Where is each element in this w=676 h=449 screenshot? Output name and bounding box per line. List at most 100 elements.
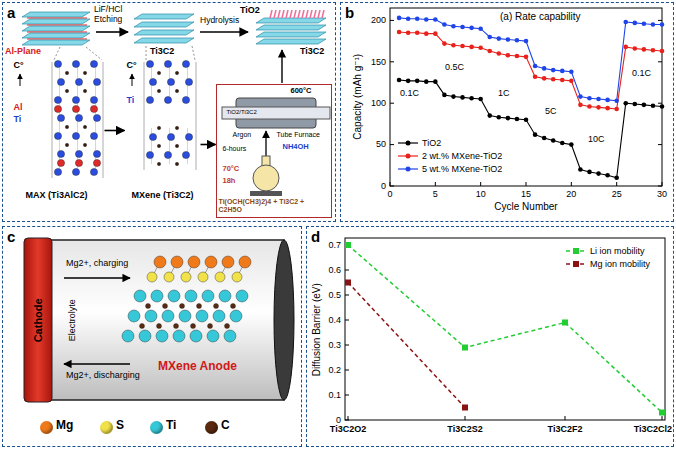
tick-mark [571, 182, 572, 186]
titanium-atom [122, 330, 134, 342]
carbon-atom [175, 126, 178, 129]
carbon-atom [157, 71, 160, 74]
data-point [478, 26, 483, 31]
titanium-atom [202, 290, 214, 302]
tick-mark [390, 186, 394, 187]
data-point [569, 142, 574, 147]
data-point [487, 49, 492, 54]
data-point [469, 45, 474, 50]
data-point [596, 171, 601, 176]
carbon-atom [175, 162, 178, 165]
data-point [569, 69, 574, 74]
annotation-label: 10C [588, 134, 605, 144]
titanium-atom [54, 96, 61, 103]
annotation-label: 25 [612, 189, 622, 199]
titanium-atom [93, 78, 100, 85]
annotation-label: 1C [498, 88, 510, 98]
legend-marker [406, 167, 411, 172]
node-text: 6-hours [223, 145, 247, 153]
sulfur-atom [198, 272, 208, 282]
sulfur-atom [147, 272, 157, 282]
annotation-label: 100 [371, 98, 386, 108]
data-point [415, 79, 420, 84]
titanium-atom [164, 96, 171, 103]
magnesium-atom [222, 256, 234, 268]
carbon-atom [180, 304, 185, 309]
tick-mark [658, 20, 662, 21]
data-point [633, 21, 638, 26]
data-point [651, 22, 656, 27]
plot-frame [345, 238, 665, 420]
data-point [397, 30, 402, 35]
titanium-atom [224, 330, 236, 342]
tio2-spike [278, 10, 280, 18]
titanium-atom [146, 96, 153, 103]
data-point [560, 69, 565, 74]
annotation-label: Ti3C2O2 [330, 424, 366, 434]
titanium-atom [151, 290, 163, 302]
data-point [442, 41, 447, 46]
legend-swatch [398, 151, 420, 161]
tick-mark [390, 61, 394, 62]
data-point [614, 107, 619, 112]
titanium-atom [72, 60, 79, 67]
carbon-atom [175, 144, 178, 147]
annotation-label: Diffusion Barrier (eV) [311, 283, 323, 376]
titanium-atom [128, 310, 140, 322]
node-text: MXene (Ti3C2) [132, 190, 194, 200]
carbon-atom [208, 324, 213, 329]
structure-box: C°AlTiMAX (Ti3AlC2) [10, 56, 105, 206]
tick-mark [390, 20, 394, 21]
legend-text: Mg ion mobility [590, 259, 650, 269]
legend-swatch [40, 421, 53, 434]
annotation-label: 30 [657, 189, 667, 199]
tick-mark [658, 103, 662, 104]
data-point [560, 141, 565, 146]
data-point [406, 31, 411, 36]
al-plane-line [27, 31, 87, 32]
data-point [506, 53, 511, 58]
annotation-label: 15 [521, 189, 531, 199]
titanium-atom [162, 310, 174, 322]
data-point [506, 37, 511, 42]
titanium-atom [167, 78, 174, 85]
titanium-atom [57, 150, 64, 157]
data-point [587, 170, 592, 175]
legend-marker [573, 248, 579, 254]
data-point [424, 31, 429, 36]
titanium-atom [182, 60, 189, 67]
tick-mark [345, 320, 349, 321]
tick-mark [465, 416, 466, 420]
tio2-spike [298, 10, 300, 18]
annotation-label: 0 [381, 181, 386, 191]
titanium-atom [139, 330, 151, 342]
titanium-atom [185, 290, 197, 302]
annotation-label: TiO2 [240, 5, 260, 15]
titanium-atom [90, 96, 97, 103]
data-point [614, 98, 619, 103]
cell-edge [103, 62, 104, 178]
magnesium-atom [154, 256, 166, 268]
annotation-label: Ti3C2 [300, 46, 324, 56]
tick-mark [345, 270, 349, 271]
data-point [515, 117, 520, 122]
data-point [614, 175, 619, 180]
mxene-layer [22, 12, 90, 17]
titanium-atom [156, 330, 168, 342]
legend-marker [406, 154, 411, 159]
mxene-layer [22, 40, 90, 45]
process-arrow [281, 50, 282, 83]
al-plane-line [27, 24, 87, 25]
node-text: 18h [223, 177, 236, 186]
node-text: TiO2/Ti3C2 [227, 109, 257, 116]
data-point [397, 16, 402, 21]
carbon-atom [65, 143, 68, 146]
carbon-atom [65, 89, 68, 92]
titanium-atom [164, 60, 171, 67]
titanium-atom [173, 330, 185, 342]
plot-frame [390, 8, 662, 186]
annotation-label: 0.3 [328, 340, 341, 350]
flow-arrow [201, 144, 216, 146]
titanium-atom [134, 290, 146, 302]
carbon-atom [191, 324, 196, 329]
